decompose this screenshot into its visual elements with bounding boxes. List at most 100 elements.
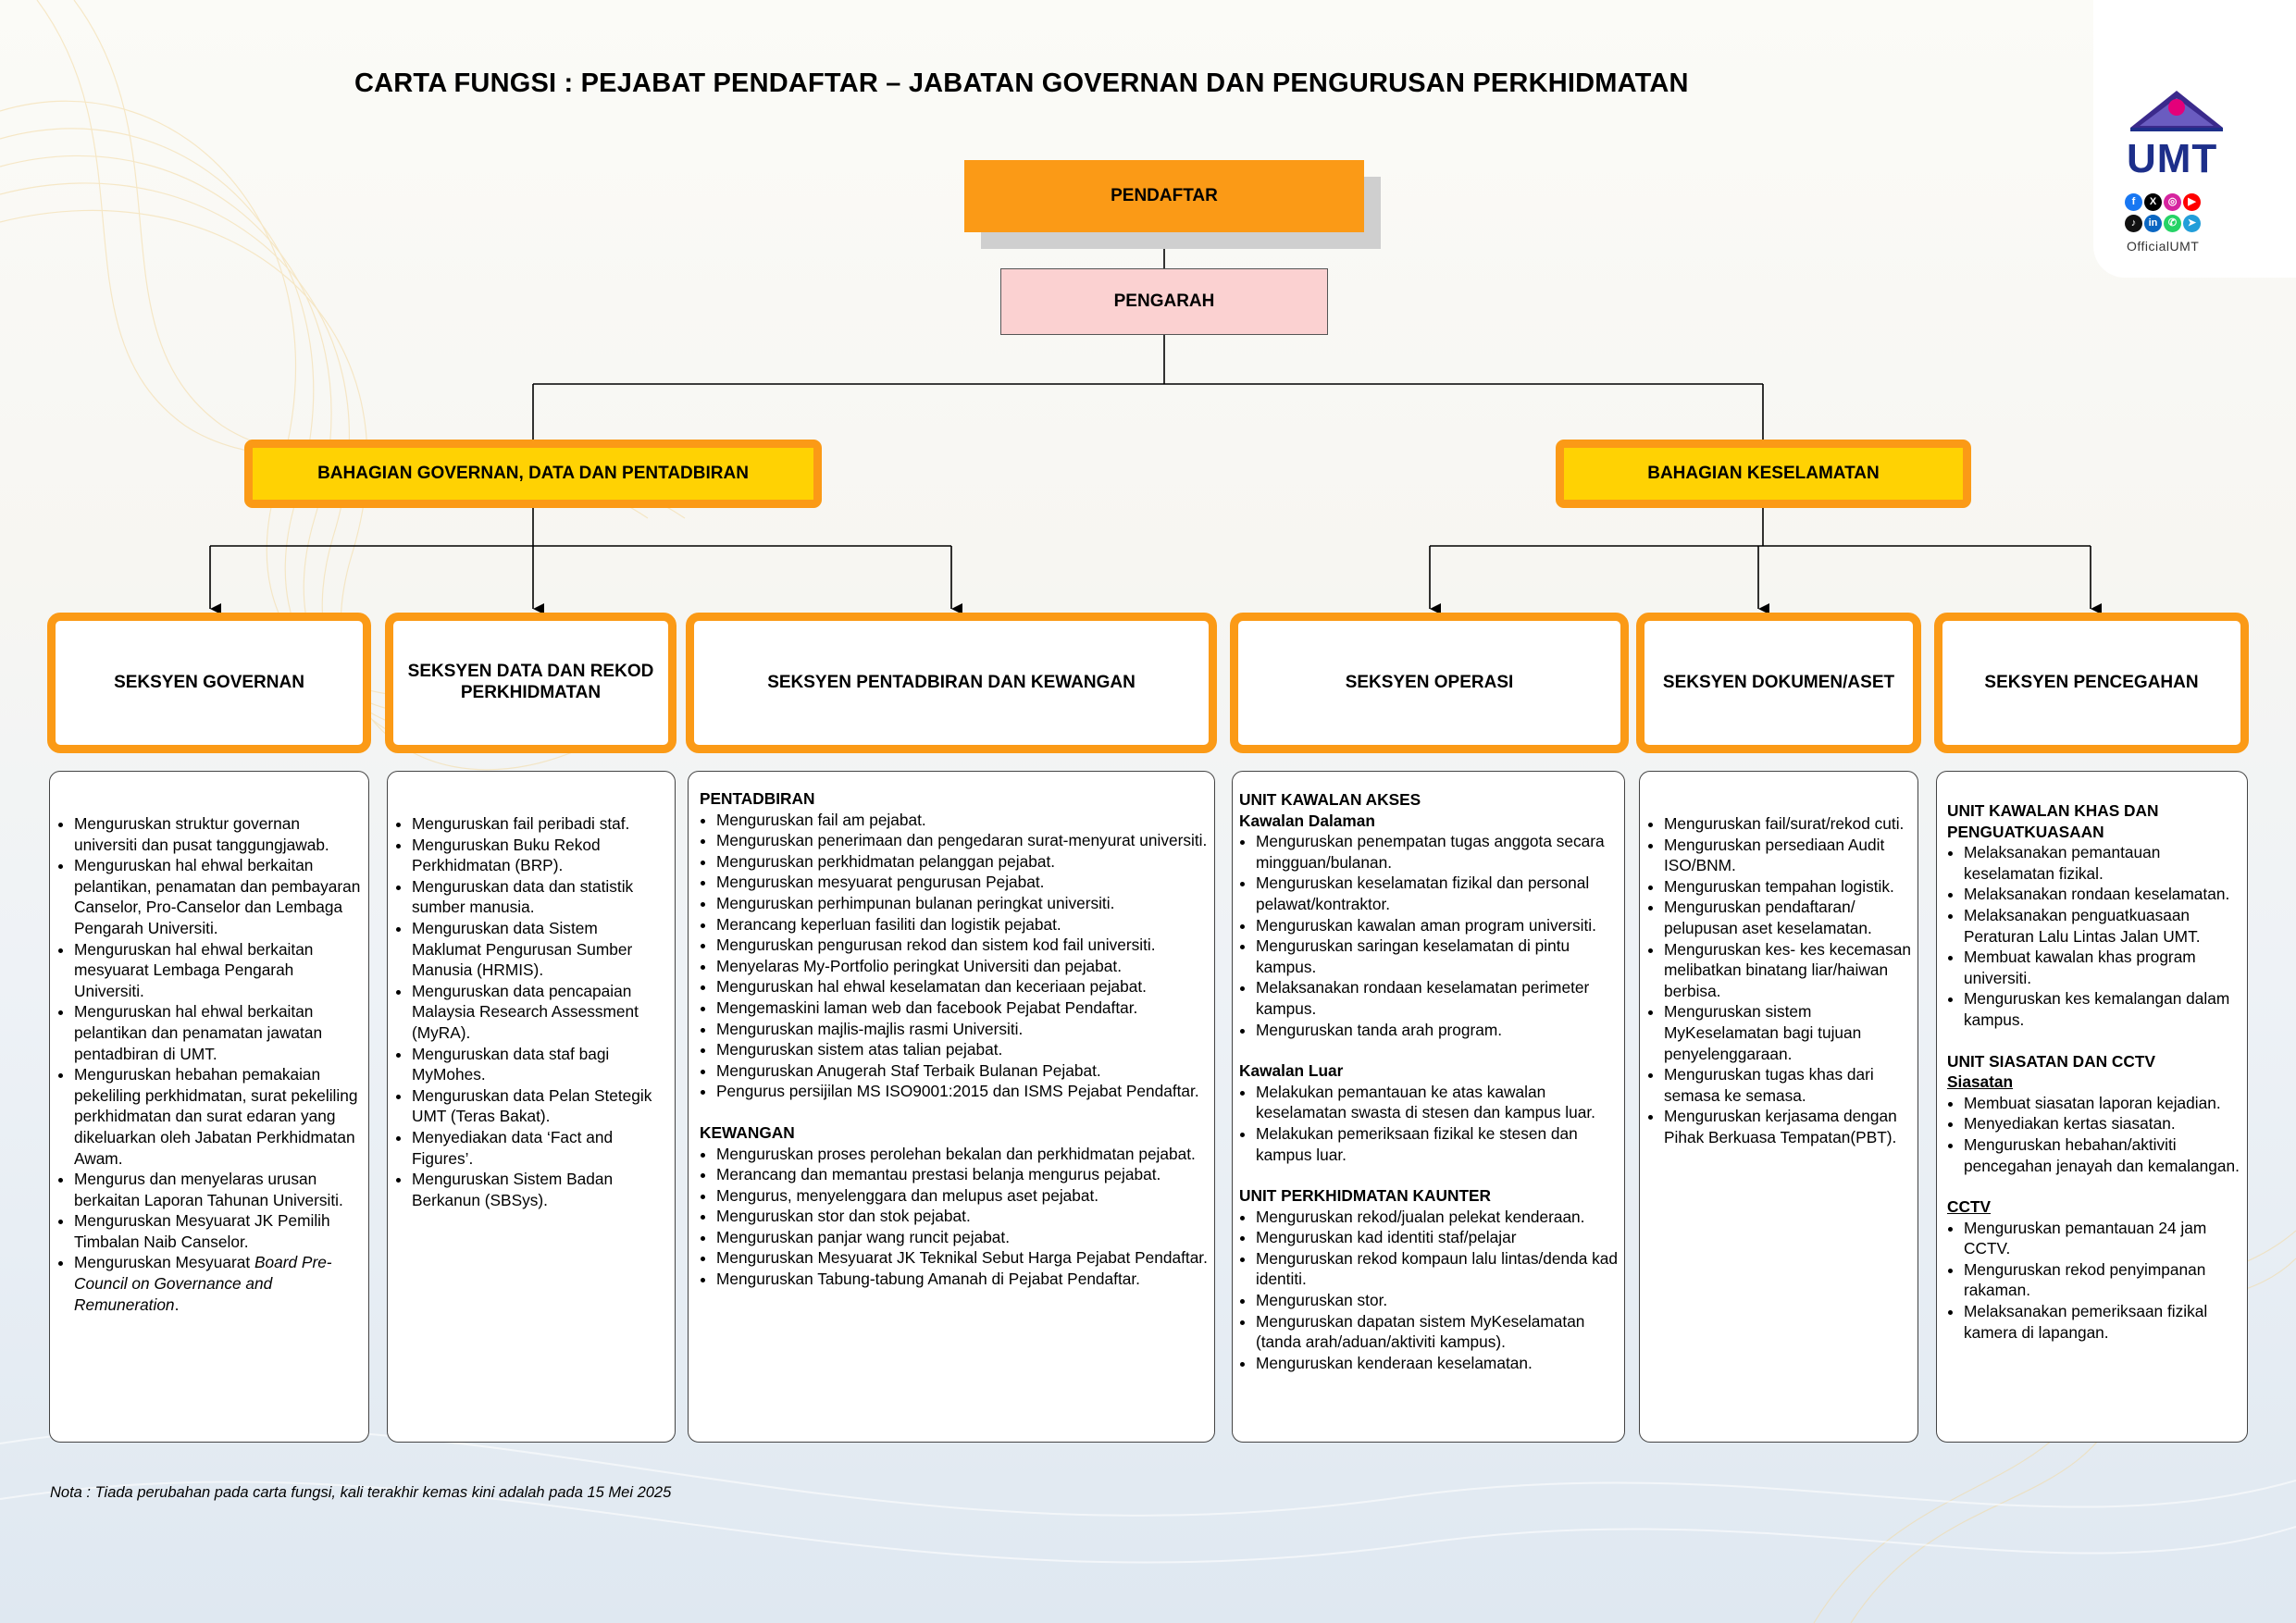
list-item: Merancang keperluan fasiliti dan logisti… xyxy=(716,914,1209,935)
list-item: Mengurus dan menyelaras urusan berkaitan… xyxy=(74,1169,363,1210)
tiktok-icon[interactable]: ♪ xyxy=(2125,215,2142,232)
siasatan-heading: Siasatan xyxy=(1947,1072,2014,1092)
panel-data: Menguruskan fail peribadi staf.Mengurusk… xyxy=(387,771,676,1443)
list-item: Menguruskan fail/surat/rekod cuti. xyxy=(1664,813,1912,835)
list-item: Melakukan pemantauan ke atas kawalan kes… xyxy=(1256,1082,1622,1123)
list-item: Menguruskan Buku Rekod Perkhidmatan (BRP… xyxy=(412,835,669,876)
list-item: Menguruskan dapatan sistem MyKeselamatan… xyxy=(1256,1311,1622,1353)
list-item: Menguruskan fail peribadi staf. xyxy=(412,813,669,835)
whatsapp-icon[interactable]: ✆ xyxy=(2164,215,2181,232)
list-item: Menguruskan perhimpunan bulanan peringka… xyxy=(716,893,1209,914)
seksyen-data-box: SEKSYEN DATA DAN REKOD PERKHIDMATAN xyxy=(385,613,676,753)
list-item: Menguruskan proses perolehan bekalan dan… xyxy=(716,1144,1209,1165)
list-item: Menguruskan fail am pejabat. xyxy=(716,810,1209,831)
x-icon[interactable]: X xyxy=(2144,193,2162,211)
footnote: Nota : Tiada perubahan pada carta fungsi… xyxy=(50,1484,672,1501)
facebook-icon[interactable]: f xyxy=(2125,193,2142,211)
cctv-list: Menguruskan pemantauan 24 jam CCTV.Mengu… xyxy=(1947,1218,2241,1344)
linkedin-icon[interactable]: in xyxy=(2144,215,2162,232)
list-item: Menguruskan pemantauan 24 jam CCTV. xyxy=(1964,1218,2241,1259)
seksyen-pentadbiran-box: SEKSYEN PENTADBIRAN DAN KEWANGAN xyxy=(686,613,1217,753)
list-item: Menguruskan Mesyuarat Board Pre-Council … xyxy=(74,1252,363,1315)
list-item: Menguruskan hebahan/aktiviti pencegahan … xyxy=(1964,1134,2241,1176)
kaunter-heading: UNIT PERKHIDMATAN KAUNTER xyxy=(1239,1186,1492,1206)
list-item: Menguruskan sistem atas talian pejabat. xyxy=(716,1039,1209,1060)
list-item: Menguruskan data Pelan Stetegik UMT (Ter… xyxy=(412,1085,669,1127)
list-item: Menguruskan penerimaan dan pengedaran su… xyxy=(716,830,1209,851)
list-item: Menyelaras My-Portfolio peringkat Univer… xyxy=(716,956,1209,977)
list-item: Menguruskan hal ehwal berkaitan pelantik… xyxy=(74,855,363,938)
list-item: Mengurus, menyelenggara dan melupus aset… xyxy=(716,1185,1209,1207)
list-item: Menguruskan mesyuarat pengurusan Pejabat… xyxy=(716,872,1209,893)
kaunter-list: Menguruskan rekod/jualan pelekat kendera… xyxy=(1239,1207,1622,1374)
list-item: Menguruskan stor dan stok pejabat. xyxy=(716,1206,1209,1227)
list-item: Melaksanakan rondaan keselamatan. xyxy=(1964,884,2241,905)
list-item: Menguruskan Tabung-tabung Amanah di Peja… xyxy=(716,1269,1209,1290)
list-item: Melaksanakan pemeriksaan fizikal kamera … xyxy=(1964,1301,2241,1343)
kawalan-khas-heading: UNIT KAWALAN KHAS DAN PENGUATKUASAAN xyxy=(1947,801,2159,841)
list-item: Menguruskan data Sistem Maklumat Penguru… xyxy=(412,918,669,981)
item-end: . xyxy=(174,1295,180,1314)
governan-list-last: Menguruskan Mesyuarat Board Pre-Council … xyxy=(57,1252,363,1315)
list-item: Menguruskan keselamatan fizikal dan pers… xyxy=(1256,873,1622,914)
list-item: Menguruskan data pencapaian Malaysia Res… xyxy=(412,981,669,1044)
list-item: Melaksanakan penguatkuasaan Peraturan La… xyxy=(1964,905,2241,947)
kawalan-dalaman-list: Menguruskan penempatan tugas anggota sec… xyxy=(1239,831,1622,1040)
pendaftar-box: PENDAFTAR xyxy=(964,160,1364,232)
list-item: Menguruskan kenderaan keselamatan. xyxy=(1256,1353,1622,1374)
list-item: Menguruskan panjar wang runcit pejabat. xyxy=(716,1227,1209,1248)
list-item: Merancang dan memantau prestasi belanja … xyxy=(716,1164,1209,1185)
list-item: Menguruskan data staf bagi MyMohes. xyxy=(412,1044,669,1085)
kewangan-list: Menguruskan proses perolehan bekalan dan… xyxy=(700,1144,1209,1290)
seksyen-pencegahan-box: SEKSYEN PENCEGAHAN xyxy=(1934,613,2249,753)
list-item: Menguruskan hebahan pemakaian pekeliling… xyxy=(74,1064,363,1169)
list-item: Menguruskan kerjasama dengan Pihak Berku… xyxy=(1664,1106,1912,1147)
list-item: Menguruskan hal ehwal berkaitan mesyuara… xyxy=(74,939,363,1002)
list-item: Menguruskan stor. xyxy=(1256,1290,1622,1311)
list-item: Melakukan pemeriksaan fizikal ke stesen … xyxy=(1256,1123,1622,1165)
kawalan-luar-list: Melakukan pemantauan ke atas kawalan kes… xyxy=(1239,1082,1622,1165)
list-item: Menguruskan kad identiti staf/pelajar xyxy=(1256,1227,1622,1248)
pentadbiran-list: Menguruskan fail am pejabat.Menguruskan … xyxy=(700,810,1209,1102)
list-item: Melaksanakan rondaan keselamatan perimet… xyxy=(1256,977,1622,1019)
list-item: Menguruskan tugas khas dari semasa ke se… xyxy=(1664,1064,1912,1106)
siasatan-cctv-heading: UNIT SIASATAN DAN CCTV xyxy=(1947,1051,2155,1071)
cctv-heading: CCTV xyxy=(1947,1197,1992,1217)
list-item: Menguruskan Sistem Badan Berkanun (SBSys… xyxy=(412,1169,669,1210)
panel-governan: Menguruskan struktur governan universiti… xyxy=(49,771,369,1443)
telegram-icon[interactable]: ➤ xyxy=(2183,215,2201,232)
kawalan-dalaman-heading: Kawalan Dalaman xyxy=(1239,811,1375,830)
list-item: Menguruskan sistem MyKeselamatan bagi tu… xyxy=(1664,1001,1912,1064)
youtube-icon[interactable]: ▶ xyxy=(2183,193,2201,211)
social-handle: OfficialUMT xyxy=(2127,239,2200,254)
list-item: Menguruskan penempatan tugas anggota sec… xyxy=(1256,831,1622,873)
pengarah-box: PENGARAH xyxy=(1000,268,1328,335)
list-item: Menguruskan tanda arah program. xyxy=(1256,1020,1622,1041)
list-item: Menguruskan persediaan Audit ISO/BNM. xyxy=(1664,835,1912,876)
panel-pencegahan: UNIT KAWALAN KHAS DAN PENGUATKUASAAN Mel… xyxy=(1936,771,2248,1443)
list-item: Menguruskan majlis-majlis rasmi Universi… xyxy=(716,1019,1209,1040)
pentadbiran-heading: PENTADBIRAN xyxy=(700,789,815,808)
instagram-icon[interactable]: ◎ xyxy=(2164,193,2181,211)
item-italic-text: Board Pre-Council on Governance and Remu… xyxy=(74,1253,332,1314)
bahagian-keselamatan-box: BAHAGIAN KESELAMATAN xyxy=(1556,440,1971,508)
list-item: Menguruskan Mesyuarat JK Pemilih Timbala… xyxy=(74,1210,363,1252)
list-item: Menguruskan perkhidmatan pelanggan pejab… xyxy=(716,851,1209,873)
panel-pentadbiran: PENTADBIRAN Menguruskan fail am pejabat.… xyxy=(688,771,1215,1443)
list-item: Pengurus persijilan MS ISO9001:2015 dan … xyxy=(716,1081,1209,1102)
list-item: Menguruskan hal ehwal berkaitan pelantik… xyxy=(74,1001,363,1064)
seksyen-governan-box: SEKSYEN GOVERNAN xyxy=(47,613,371,753)
umt-emblem-icon xyxy=(2130,91,2223,131)
list-item: Mengemaskini laman web dan facebook Peja… xyxy=(716,997,1209,1019)
list-item: Menguruskan tempahan logistik. xyxy=(1664,876,1912,898)
panel-dokumen: Menguruskan fail/surat/rekod cuti.Mengur… xyxy=(1639,771,1918,1443)
list-item: Menguruskan pendaftaran/ pelupusan aset … xyxy=(1664,897,1912,938)
list-item: Menguruskan kawalan aman program univers… xyxy=(1256,915,1622,936)
kewangan-heading: KEWANGAN xyxy=(700,1122,795,1142)
list-item: Menyediakan data ‘Fact and Figures’. xyxy=(412,1127,669,1169)
governan-list: Menguruskan struktur governan universiti… xyxy=(57,813,363,1252)
kawalan-akses-heading: UNIT KAWALAN AKSES xyxy=(1239,790,1421,809)
list-item: Menguruskan rekod/jualan pelekat kendera… xyxy=(1256,1207,1622,1228)
